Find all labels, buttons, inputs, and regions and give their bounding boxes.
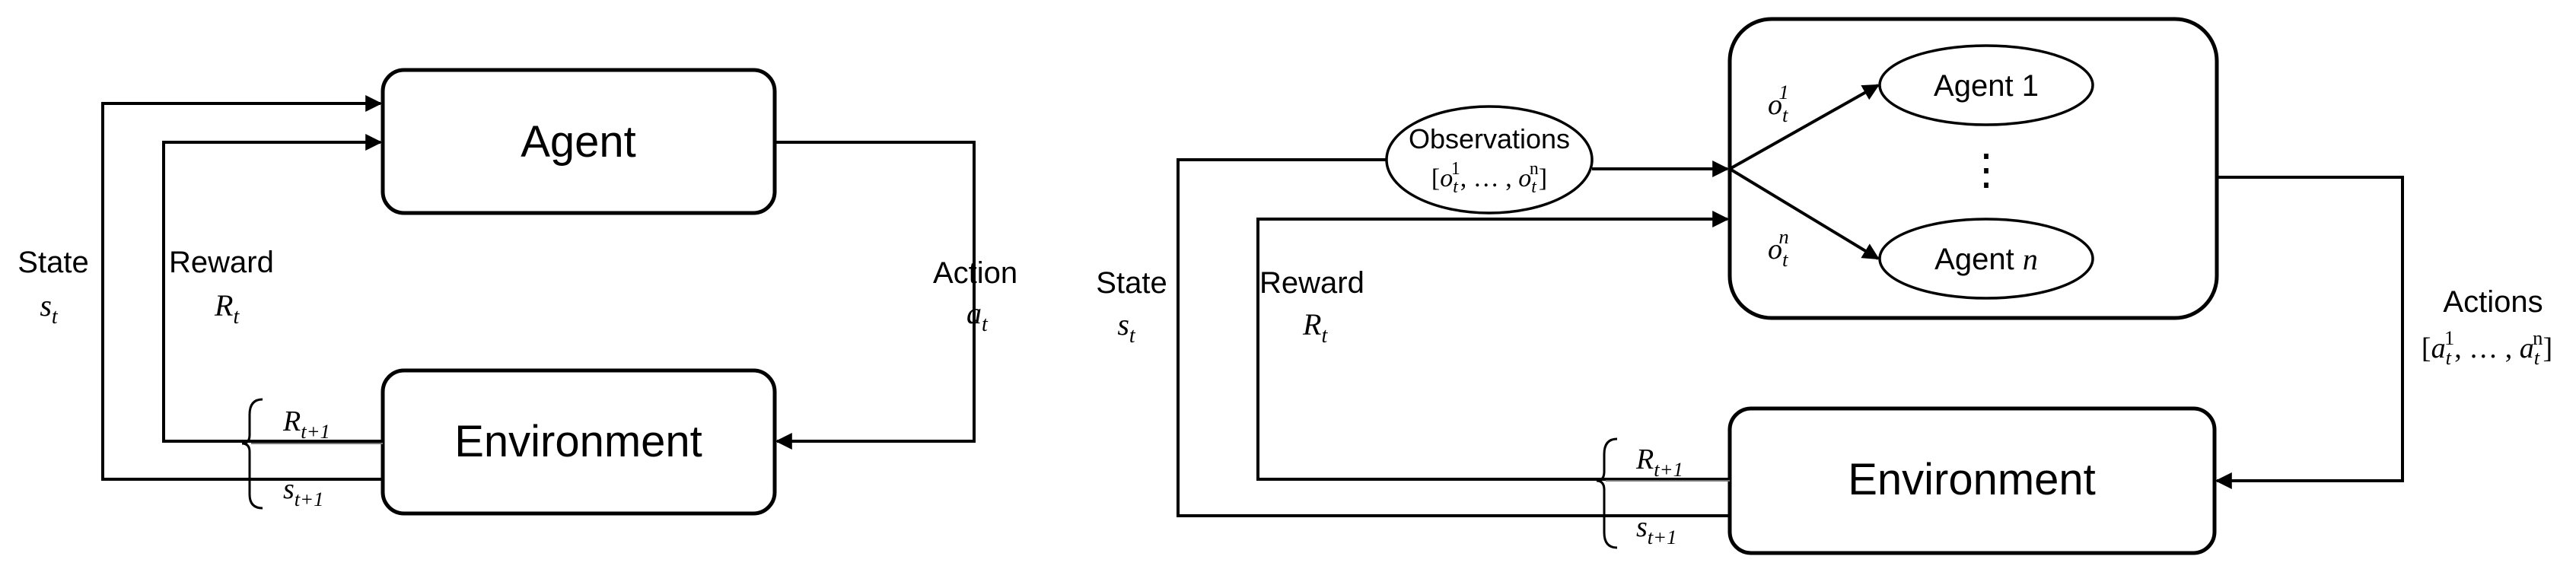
reward-arrow-right [1256,211,1730,481]
obs-to-agent-n-arrow [1728,167,1880,260]
state-arrow-right [1177,158,1730,517]
agent-label: Agent [521,117,636,167]
multi-agent-diagram: Agent 1 ⋮ Agent n ot1 otn Observations [… [1096,17,2552,555]
bracket-state-symbol-right: st+1 [1636,511,1676,548]
on-symbol: otn [1768,225,1789,271]
action-symbol: at [966,296,989,336]
action-label: Action [933,256,1017,290]
state-label-right: State [1096,266,1167,300]
bracket-reward-symbol: Rt+1 [282,405,330,443]
actions-arrow [2215,176,2404,489]
state-symbol-right: st [1117,307,1136,348]
state-arrow [101,95,383,481]
agent-1-ellipse [1878,44,2094,126]
reward-symbol: Rt [214,288,240,329]
agent-1-label: Agent 1 [1934,69,2039,103]
next-step-bracket [241,398,263,510]
agent-n-label: Agent n [1934,242,2038,276]
agent-n-ellipse [1878,218,2094,300]
environment-label: Environment [454,417,702,466]
obs-to-agent-1-arrow [1729,84,1880,170]
vertical-dots: ⋮ [1965,145,2008,193]
o1-symbol: ot1 [1768,81,1789,126]
reward-arrow [162,134,383,443]
single-agent-diagram: Agent Environment Rt+1 st+1 State st Rew… [18,68,1017,516]
bracket-reward-symbol-right: Rt+1 [1635,443,1683,481]
reward-label: Reward [169,246,274,279]
action-arrow [775,141,976,450]
bracket-state-symbol: st+1 [283,473,323,510]
state-label: State [18,246,88,279]
environment-label-right: Environment [1848,455,2096,504]
state-symbol: st [40,288,59,329]
actions-label: Actions [2443,285,2543,319]
observations-vector: [ot1, … , otn] [1431,159,1547,197]
reward-label-right: Reward [1259,266,1364,300]
actions-vector: [at1, … , atn] [2422,326,2552,369]
observations-ellipse [1385,105,1594,215]
reward-symbol-right: Rt [1302,307,1328,348]
observations-label: Observations [1409,123,1570,154]
next-step-bracket-right [1596,437,1618,549]
